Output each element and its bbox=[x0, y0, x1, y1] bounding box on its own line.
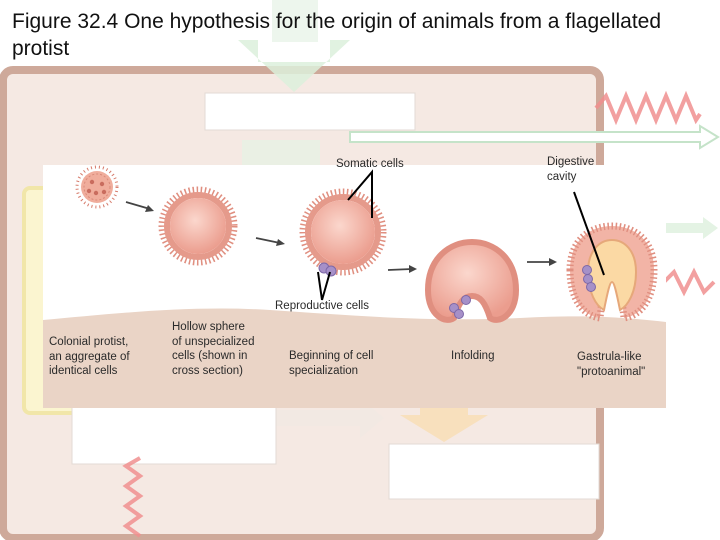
label-digestive-cavity: Digestive cavity bbox=[547, 156, 595, 183]
infolding-sphere bbox=[424, 238, 520, 323]
orange-down-arrow bbox=[400, 404, 488, 442]
red-wave-top bbox=[594, 90, 702, 126]
pointer-lines bbox=[317, 169, 605, 301]
red-wave-bottom bbox=[122, 456, 144, 538]
figure-title: Figure 32.4 One hypothesis for the origi… bbox=[12, 10, 662, 60]
stage-caption-infolding: Infolding bbox=[451, 350, 495, 362]
green-down-arrow-top bbox=[238, 40, 350, 92]
digestive-cavity-shape bbox=[586, 238, 638, 312]
green-right-arrow bbox=[349, 124, 720, 150]
label-reproductive-cells: Reproductive cells bbox=[275, 300, 369, 312]
hollow-sphere bbox=[158, 186, 238, 266]
ground-band bbox=[43, 308, 666, 408]
specializing-sphere bbox=[299, 188, 387, 277]
empty-box-bottom-right bbox=[388, 443, 600, 500]
colonial-protist bbox=[75, 165, 119, 209]
stage-caption-gastrula: Gastrula-like "protoanimal" bbox=[577, 351, 646, 378]
stage-caption-hollow-sphere: Hollow sphere of unspecialized cells (sh… bbox=[172, 321, 255, 377]
gastrula bbox=[566, 222, 658, 322]
stage-caption-specialization: Beginning of cell specialization bbox=[289, 350, 374, 377]
stage-caption-colonial: Colonial protist, an aggregate of identi… bbox=[49, 336, 130, 377]
label-somatic-cells: Somatic cells bbox=[336, 158, 404, 170]
empty-box-top bbox=[204, 92, 416, 131]
